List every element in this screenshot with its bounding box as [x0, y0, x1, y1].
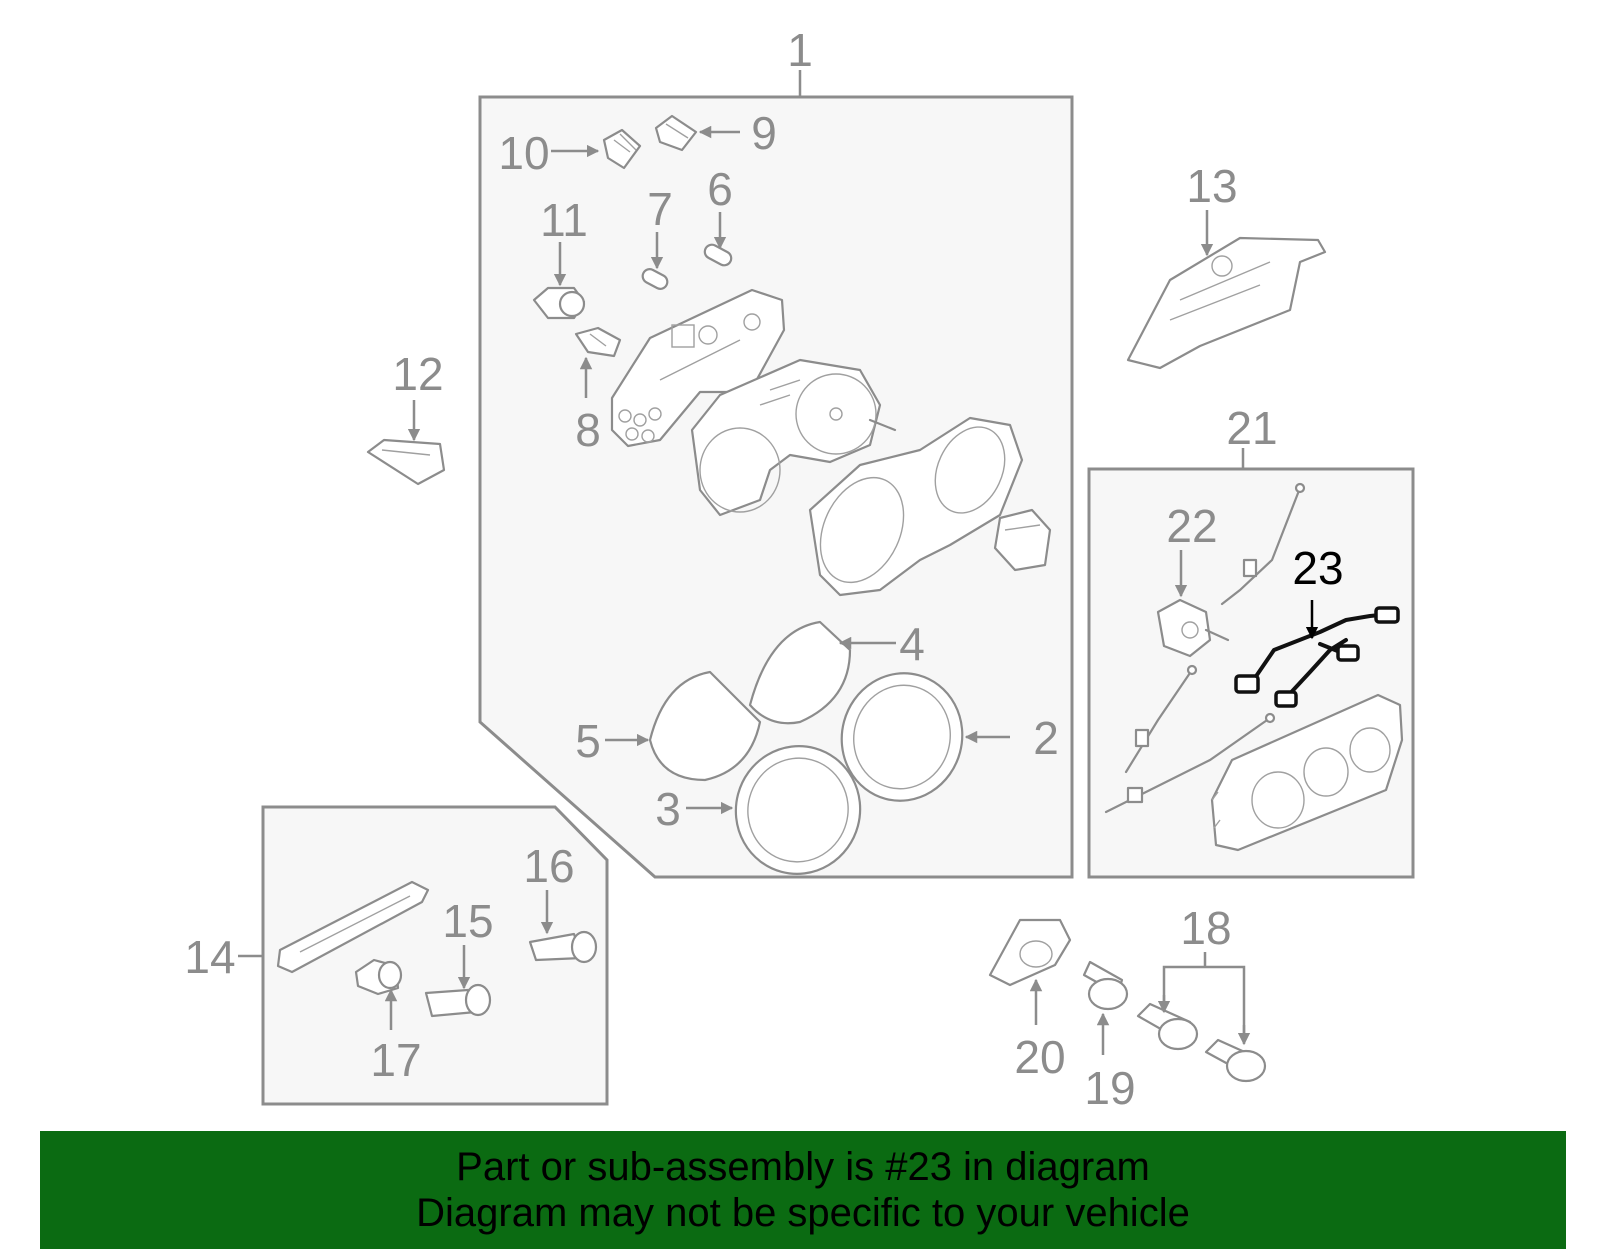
- banner-part-number-text: Part or sub-assembly is #23 in diagram: [456, 1145, 1150, 1189]
- callout-7: 7: [647, 183, 673, 235]
- callout-9: 9: [751, 107, 777, 159]
- callout-14: 14: [184, 931, 235, 983]
- callout-12: 12: [392, 348, 443, 400]
- part-3-gauge-ring[interactable]: [722, 732, 875, 888]
- part-9-connector[interactable]: [654, 114, 698, 152]
- callout-3: 3: [655, 783, 681, 835]
- part-7-bulb[interactable]: [640, 267, 670, 292]
- part-15-switch[interactable]: [424, 983, 492, 1018]
- info-banner: Part or sub-assembly is #23 in diagram D…: [40, 1131, 1566, 1249]
- part-23-wiring-harness[interactable]: [1234, 606, 1400, 708]
- callout-18: 18: [1180, 902, 1231, 954]
- callout-2: 2: [1033, 712, 1059, 764]
- callout-22: 22: [1166, 500, 1217, 552]
- climate-control-panel[interactable]: [1210, 693, 1404, 852]
- callout-5: 5: [575, 715, 601, 767]
- callout-23: 23: [1292, 542, 1343, 594]
- cluster-housing[interactable]: [804, 416, 1052, 597]
- callout-1: 1: [787, 24, 813, 76]
- part-12-bracket[interactable]: [366, 438, 446, 486]
- callout-16: 16: [523, 840, 574, 892]
- exploded-parts-diagram: 1 2 3 4 5 6 7 8 9 10 11 12 13 14 15 16 1…: [184, 24, 1415, 1114]
- part-22-blend-actuator[interactable]: [1156, 598, 1230, 658]
- callout-19: 19: [1084, 1062, 1135, 1114]
- part-10-connector[interactable]: [602, 128, 642, 170]
- part-13-cover[interactable]: [1126, 236, 1327, 370]
- leader-lines: [238, 70, 1319, 1055]
- switch-group-box: [261, 805, 609, 1106]
- part-4-lens[interactable]: [748, 620, 852, 725]
- part-8-bulb-socket[interactable]: [574, 326, 622, 358]
- callout-20: 20: [1014, 1031, 1065, 1083]
- callout-11: 11: [540, 194, 588, 246]
- part-20-bezel[interactable]: [988, 918, 1072, 987]
- part-14-switch-panel[interactable]: [276, 880, 430, 974]
- callout-numbers: 1 2 3 4 5 6 7 8 9 10 11 12 13 14 15 16 1…: [184, 24, 1343, 1114]
- part-16-switch[interactable]: [528, 930, 598, 964]
- part-17-knob[interactable]: [354, 958, 403, 996]
- part-2-gauge-ring[interactable]: [827, 660, 976, 815]
- control-cables[interactable]: [1104, 482, 1306, 814]
- callout-17: 17: [370, 1034, 421, 1086]
- callout-8: 8: [575, 404, 601, 456]
- part-19-knob[interactable]: [1082, 960, 1129, 1011]
- gauge-dial-face[interactable]: [690, 358, 897, 517]
- callout-6: 6: [707, 163, 733, 215]
- callout-13: 13: [1186, 160, 1237, 212]
- part-11-bulb-socket[interactable]: [532, 286, 586, 320]
- callout-21: 21: [1226, 402, 1277, 454]
- part-5-lens[interactable]: [648, 670, 762, 782]
- banner-disclaimer-text: Diagram may not be specific to your vehi…: [416, 1191, 1190, 1235]
- part-18-knob-a[interactable]: [1136, 1002, 1199, 1051]
- callout-15: 15: [442, 895, 493, 947]
- part-18-knob-b[interactable]: [1204, 1038, 1267, 1083]
- callout-10: 10: [498, 127, 549, 179]
- callout-4: 4: [899, 618, 925, 670]
